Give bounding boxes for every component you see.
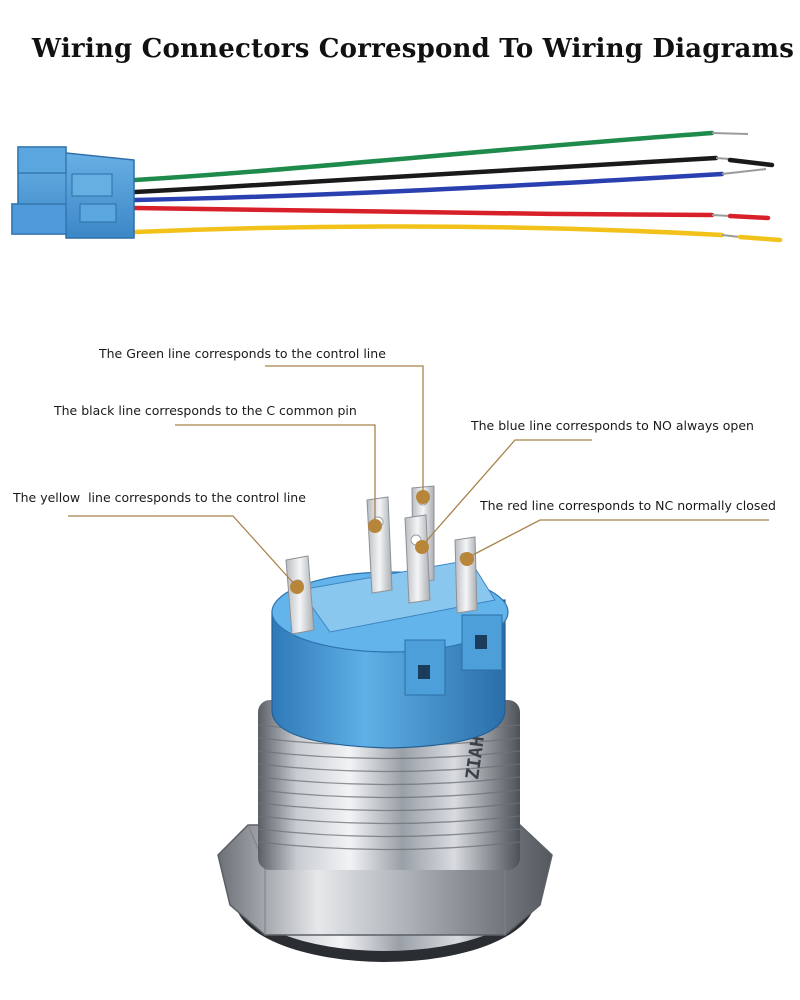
callout-line-blue	[421, 439, 592, 547]
pin-black	[366, 496, 393, 594]
wire-blue	[132, 171, 725, 203]
callout-line-yellow	[68, 515, 297, 587]
pin-red	[454, 536, 478, 614]
wire-red	[132, 205, 715, 218]
callout-dot-blue	[415, 540, 429, 554]
callout-lines	[68, 365, 769, 587]
wire-harness	[11, 130, 783, 243]
callout-dot-black	[368, 519, 382, 533]
push-button-switch: ZIAH	[217, 485, 553, 962]
callout-label-green: The Green line corresponds to the contro…	[99, 346, 386, 361]
callout-dot-red	[460, 552, 474, 566]
wire-black	[132, 155, 719, 195]
callout-dot-yellow	[290, 580, 304, 594]
callout-label-black: The black line corresponds to the C comm…	[54, 403, 357, 418]
blue-connector	[11, 146, 135, 239]
callout-label-blue: The blue line corresponds to NO always o…	[471, 418, 754, 433]
wire-green	[132, 130, 715, 183]
callout-dots	[290, 490, 474, 594]
callout-label-yellow: The yellow line corresponds to the contr…	[13, 490, 306, 505]
wire-yellow	[132, 224, 725, 238]
callout-line-red	[466, 519, 769, 559]
callout-dot-green	[416, 490, 430, 504]
callout-line-black	[175, 424, 376, 525]
callout-label-red: The red line corresponds to NC normally …	[480, 498, 776, 513]
callout-line-green	[265, 365, 424, 497]
pin-blue	[404, 514, 431, 604]
page-title: Wiring Connectors Correspond To Wiring D…	[31, 34, 795, 64]
